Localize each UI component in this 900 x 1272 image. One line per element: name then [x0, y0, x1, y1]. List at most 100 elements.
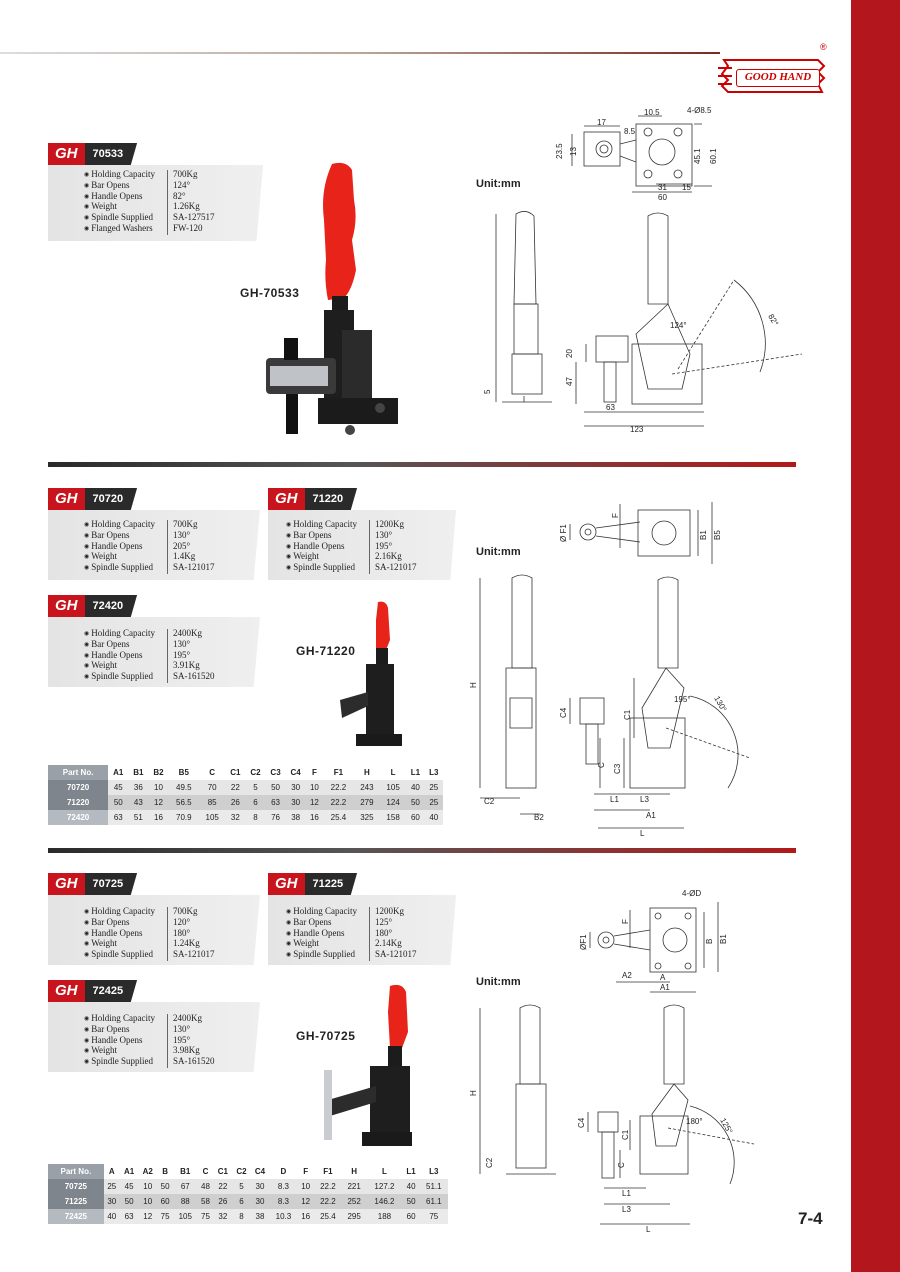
dim-label: B [705, 939, 714, 944]
table-cell: 12 [148, 795, 169, 810]
table-header: F1 [313, 1164, 343, 1179]
table-header: F [297, 1164, 314, 1179]
table-cell: 40 [103, 1209, 120, 1224]
spec-label: Spindle Supplied [84, 949, 168, 961]
table-cell: 22.2 [323, 780, 354, 795]
table-cell: 45 [119, 1179, 139, 1194]
dim-label: 124° [670, 321, 687, 330]
table-cell: 8.3 [269, 1179, 298, 1194]
spec-value: 180° [173, 927, 191, 938]
spec-value: 700Kg [173, 906, 198, 916]
table-cell: 6 [232, 1194, 251, 1209]
table-cell: 25.4 [313, 1209, 343, 1224]
table-header: C1 [213, 1164, 233, 1179]
spec-value: 124° [173, 179, 191, 190]
table-header: C2 [232, 1164, 251, 1179]
spec-value: 195° [173, 649, 191, 660]
table-cell: 10 [138, 1194, 157, 1209]
dim-label: 125° [718, 1117, 734, 1136]
dim-label: L3 [622, 1205, 631, 1214]
table-cell: 221 [342, 1179, 367, 1194]
gh-badge: GH [48, 143, 85, 165]
table-cell: 58 [197, 1194, 214, 1209]
table-cell: 25 [103, 1179, 120, 1194]
table-cell: 127.2 [366, 1179, 403, 1194]
header-rule [0, 52, 720, 54]
spec-label: Spindle Supplied [84, 671, 168, 683]
spec-value: 1200Kg [375, 519, 404, 529]
table-cell: 36 [128, 780, 149, 795]
table-header: H [353, 765, 380, 780]
table-cell: 30 [285, 780, 306, 795]
dim-label: L1 [622, 1189, 631, 1198]
spec-label: Holding Capacity [84, 628, 168, 640]
spec-label: Handle Opens [84, 928, 168, 940]
dim-label: 130° [712, 695, 728, 714]
table-cell: 30 [285, 795, 306, 810]
spec-value: 130° [173, 638, 191, 649]
technical-drawing-70725: 4-ØD F ØF1 B B1 A2 A A1 H C2 C4 C1 C L1 … [469, 889, 755, 1234]
spec-value: 1.4Kg [173, 551, 196, 562]
table-header: A [103, 1164, 120, 1179]
table-header: B [157, 1164, 174, 1179]
spec-value: 2400Kg [173, 628, 202, 638]
page-number: 7-4 [798, 1209, 823, 1228]
table-cell: 50 [406, 795, 425, 810]
spec-label: Holding Capacity [286, 906, 370, 918]
table-header-part-no: Part No. [48, 765, 109, 780]
spec-label: Handle Opens [286, 541, 370, 553]
part-number-cell: 71225 [48, 1194, 104, 1209]
table-header: L1 [402, 1164, 420, 1179]
model-number: 70533 [84, 143, 138, 165]
table-header-part-no: Part No. [48, 1164, 104, 1179]
spec-value: SA-127517 [173, 212, 215, 223]
spec-label: Bar Opens [84, 530, 168, 542]
table-cell: 146.2 [366, 1194, 403, 1209]
table-header: L3 [424, 765, 443, 780]
table-cell: 49.5 [168, 780, 200, 795]
spec-value: 3.98Kg [173, 1045, 200, 1056]
dim-label: 17 [597, 118, 606, 127]
dim-label: 180° [686, 1117, 703, 1126]
table-header: F1 [323, 765, 354, 780]
dim-label: C3 [613, 763, 622, 774]
spec-label: Bar Opens [84, 180, 168, 192]
table-cell: 51.1 [419, 1179, 448, 1194]
table-cell: 12 [305, 795, 324, 810]
dim-label: 47 [565, 377, 574, 386]
dim-label: 123 [630, 425, 644, 434]
dim-label: 5 [483, 389, 492, 394]
table-cell: 32 [225, 810, 246, 825]
product-label-70533: GH-70533 [240, 286, 300, 300]
table-cell: 10 [138, 1179, 157, 1194]
dim-label: F [621, 919, 630, 924]
table-cell: 38 [285, 810, 306, 825]
gh-badge: GH [48, 595, 85, 617]
part-number-cell: 70725 [48, 1179, 104, 1194]
table-header: B1 [128, 765, 149, 780]
table-cell: 75 [419, 1209, 448, 1224]
table-cell: 85 [199, 795, 226, 810]
spec-label: Bar Opens [84, 639, 168, 651]
table-cell: 10 [305, 780, 324, 795]
spec-label: Weight [84, 552, 168, 564]
dim-label: 4-ØD [682, 889, 701, 898]
dim-label: C [597, 762, 606, 768]
spec-value: 180° [375, 927, 393, 938]
spec-label: Handle Opens [84, 541, 168, 553]
table-cell: 38 [250, 1209, 270, 1224]
table-cell: 10 [297, 1179, 314, 1194]
table-header: A1 [119, 1164, 139, 1179]
spec-label: Weight [84, 661, 168, 673]
table-cell: 40 [406, 780, 425, 795]
table-cell: 22.2 [313, 1179, 343, 1194]
dim-label: 15 [682, 183, 691, 192]
section-divider [48, 462, 796, 467]
dim-label: B2 [534, 813, 544, 822]
table-cell: 252 [342, 1194, 367, 1209]
table-cell: 22 [213, 1179, 233, 1194]
table-cell: 26 [225, 795, 246, 810]
dim-label: 31 [658, 183, 667, 192]
